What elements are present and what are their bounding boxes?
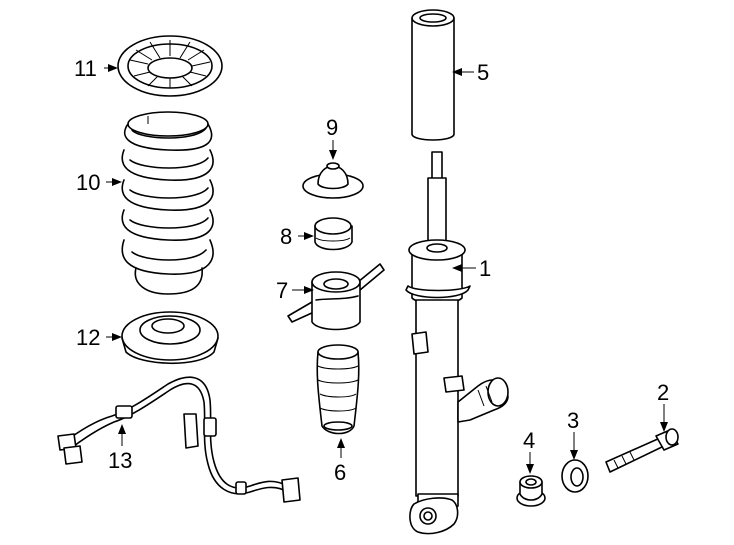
part-1-strut-assembly <box>405 151 509 535</box>
part-7-strut-mount <box>287 263 385 331</box>
callout-5: 5 <box>477 60 489 85</box>
callout-4: 4 <box>523 428 535 453</box>
part-12-lower-spring-seat <box>121 311 219 365</box>
callout-1: 1 <box>479 256 491 281</box>
part-9-top-cap <box>302 162 364 199</box>
callout-11: 11 <box>74 56 97 81</box>
callout-10: 10 <box>76 170 100 195</box>
callout-6: 6 <box>334 460 346 485</box>
callout-9: 9 <box>326 115 338 140</box>
callout-2: 2 <box>657 380 669 405</box>
part-8-bushing <box>314 217 353 251</box>
part-13-sensor-harness <box>57 376 301 503</box>
part-2-bolt <box>605 428 679 473</box>
callout-leaders <box>104 64 668 474</box>
callout-13: 13 <box>108 448 132 473</box>
part-5-dust-boot <box>411 9 455 141</box>
part-3-washer <box>561 459 589 493</box>
part-6-bump-stop <box>316 344 360 435</box>
callout-labels: 1 2 3 4 5 6 7 8 9 10 11 12 13 <box>74 56 669 485</box>
callout-7: 7 <box>276 278 288 303</box>
part-11-upper-spring-seat <box>117 35 223 97</box>
callout-3: 3 <box>567 408 579 433</box>
part-4-flange-nut <box>516 475 546 507</box>
part-10-coil-spring <box>121 111 214 295</box>
callout-12: 12 <box>76 325 100 350</box>
callout-8: 8 <box>280 224 292 249</box>
